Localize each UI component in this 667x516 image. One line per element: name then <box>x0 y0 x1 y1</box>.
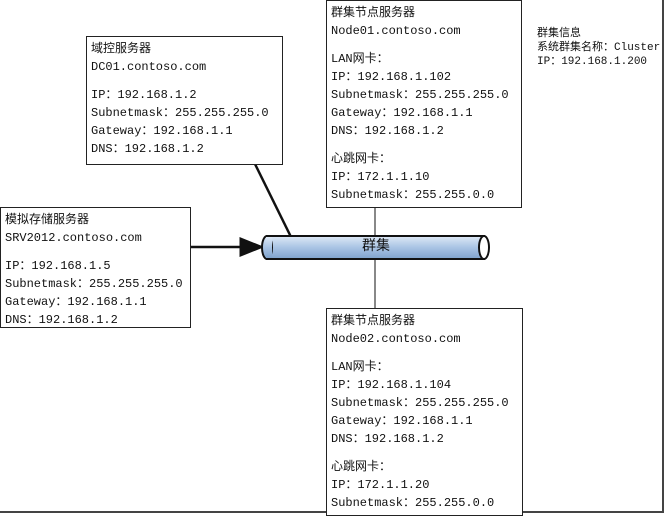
dc-host: DC01.contoso.com <box>91 60 207 74</box>
node02-box: 群集节点服务器 Node02.contoso.com LAN网卡： IP：192… <box>326 308 523 516</box>
storage-dns: DNS：192.168.1.2 <box>5 313 118 327</box>
dc-gateway: Gateway：192.168.1.1 <box>91 124 233 138</box>
info-title: 群集信息 <box>537 28 581 40</box>
node01-hb-mask: Subnetmask：255.255.0.0 <box>331 188 495 202</box>
node01-lan: LAN网卡： <box>331 52 389 66</box>
storage-ip: IP：192.168.1.5 <box>5 259 111 273</box>
dc-server-box: 域控服务器 DC01.contoso.com IP：192.168.1.2 Su… <box>86 36 283 165</box>
dc-title: 域控服务器 <box>91 42 152 56</box>
cluster-cylinder <box>261 235 490 260</box>
cluster-label: 群集 <box>362 239 390 255</box>
node02-hb-mask: Subnetmask：255.255.0.0 <box>331 496 495 510</box>
dc-mask: Subnetmask：255.255.255.0 <box>91 106 269 120</box>
node01-box: 群集节点服务器 Node01.contoso.com LAN网卡： IP：192… <box>326 0 522 208</box>
node01-heartbeat: 心跳网卡： <box>331 152 392 166</box>
storage-server-box: 模拟存储服务器 SRV2012.contoso.com IP：192.168.1… <box>0 207 191 328</box>
info-ip: IP：192.168.1.200 <box>537 56 648 68</box>
dc-link <box>253 163 293 238</box>
node02-gateway: Gateway：192.168.1.1 <box>331 414 473 428</box>
storage-mask: Subnetmask：255.255.255.0 <box>5 277 183 291</box>
node01-host: Node01.contoso.com <box>331 24 461 38</box>
node02-hb-ip: IP：172.1.1.20 <box>331 478 430 492</box>
storage-gateway: Gateway：192.168.1.1 <box>5 295 147 309</box>
node02-dns: DNS：192.168.1.2 <box>331 432 444 446</box>
node02-host: Node02.contoso.com <box>331 332 461 346</box>
node02-lan: LAN网卡： <box>331 360 389 374</box>
cluster-info: 群集信息 系统群集名称：Cluster IP：192.168.1.200 <box>537 27 660 69</box>
node01-hb-ip: IP：172.1.1.10 <box>331 170 430 184</box>
node02-heartbeat: 心跳网卡： <box>331 460 392 474</box>
node02-ip: IP：192.168.1.104 <box>331 378 452 392</box>
node02-mask: Subnetmask：255.255.255.0 <box>331 396 509 410</box>
node01-gateway: Gateway：192.168.1.1 <box>331 106 473 120</box>
dc-dns: DNS：192.168.1.2 <box>91 142 204 156</box>
info-cluster-name: 系统群集名称：Cluster <box>537 42 661 54</box>
storage-title: 模拟存储服务器 <box>5 213 90 227</box>
node01-ip: IP：192.168.1.102 <box>331 70 452 84</box>
node01-mask: Subnetmask：255.255.255.0 <box>331 88 509 102</box>
storage-host: SRV2012.contoso.com <box>5 231 142 245</box>
node01-title: 群集节点服务器 <box>331 6 416 20</box>
dc-ip: IP：192.168.1.2 <box>91 88 197 102</box>
node02-title: 群集节点服务器 <box>331 314 416 328</box>
node01-dns: DNS：192.168.1.2 <box>331 124 444 138</box>
